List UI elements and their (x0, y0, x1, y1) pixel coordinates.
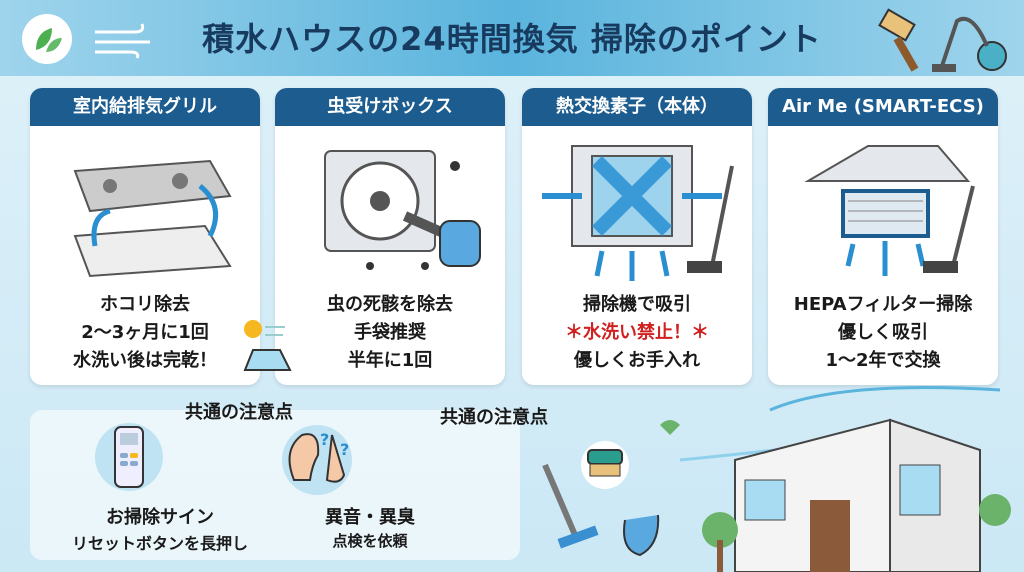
note-sub: リセットボタンを長押し (71, 534, 248, 553)
card-header: 熱交換素子（本体） (522, 88, 752, 126)
grille-illustration (30, 126, 260, 291)
card-line: ホコリ除去 (100, 294, 190, 315)
svg-text:?: ? (340, 440, 349, 459)
title-banner: 積水ハウスの24時間換気 掃除のポイント (0, 0, 1024, 76)
warning-line: ＊水洗い禁止！＊ (565, 322, 709, 343)
card-line: 半年に1回 (347, 350, 433, 371)
notes-heading-secondary: 共通の注意点 (440, 407, 548, 428)
card-heat-exchanger: 熱交換素子（本体） 掃除機で吸引 ＊水洗い禁止！＊ 優しくお手入れ (522, 88, 752, 385)
card-line: 優しくお手入れ (574, 350, 700, 371)
leaf-icon (22, 14, 72, 64)
card-air-me: Air Me (SMART-ECS) HEPAフィルター掃除優しく吸引 1〜2年で… (768, 88, 998, 385)
sun-dry-icon (243, 320, 292, 371)
card-bug-box: 虫受けボックス 虫の死骸を除去手袋推奨半年に1回 (275, 88, 505, 385)
house-illustration (660, 386, 1011, 572)
ear-nose-icon: ?? (282, 425, 352, 495)
card-line: 2〜3ヶ月に1回 (81, 322, 209, 343)
page-title: 積水ハウスの24時間換気 掃除のポイント (202, 20, 822, 58)
card-line: 優しく吸引 (838, 322, 928, 343)
note-sub: 点検を依頼 (332, 532, 408, 550)
card-line: HEPAフィルター掃除 (793, 294, 973, 315)
card-line: 虫の死骸を除去 (327, 294, 453, 315)
card-line: 水洗い後は完乾！ (73, 350, 217, 371)
card-line: 手袋推奨 (354, 322, 426, 343)
card-grille: 室内給排気グリル ホコリ除去 2〜3ヶ月に1回水洗い後は完乾！ (30, 88, 260, 385)
card-header: 室内給排気グリル (30, 88, 260, 126)
cleaning-tools-icon (542, 441, 660, 557)
svg-text:?: ? (320, 430, 329, 449)
card-line: 掃除機で吸引 (583, 294, 691, 315)
card-header: Air Me (SMART-ECS) (768, 88, 998, 126)
heat-exchanger-illustration (522, 126, 752, 291)
notes-heading: 共通の注意点 (185, 402, 293, 423)
note-title: 異音・異臭 (325, 507, 415, 528)
bug-box-illustration (275, 126, 505, 291)
card-line: 1〜2年で交換 (825, 350, 941, 371)
card-header: 虫受けボックス (275, 88, 505, 126)
air-me-illustration (768, 126, 998, 291)
wind-icon (95, 23, 150, 59)
brush-vacuum-icon (878, 8, 1007, 72)
note-title: お掃除サイン (106, 507, 214, 528)
remote-icon (95, 423, 163, 491)
